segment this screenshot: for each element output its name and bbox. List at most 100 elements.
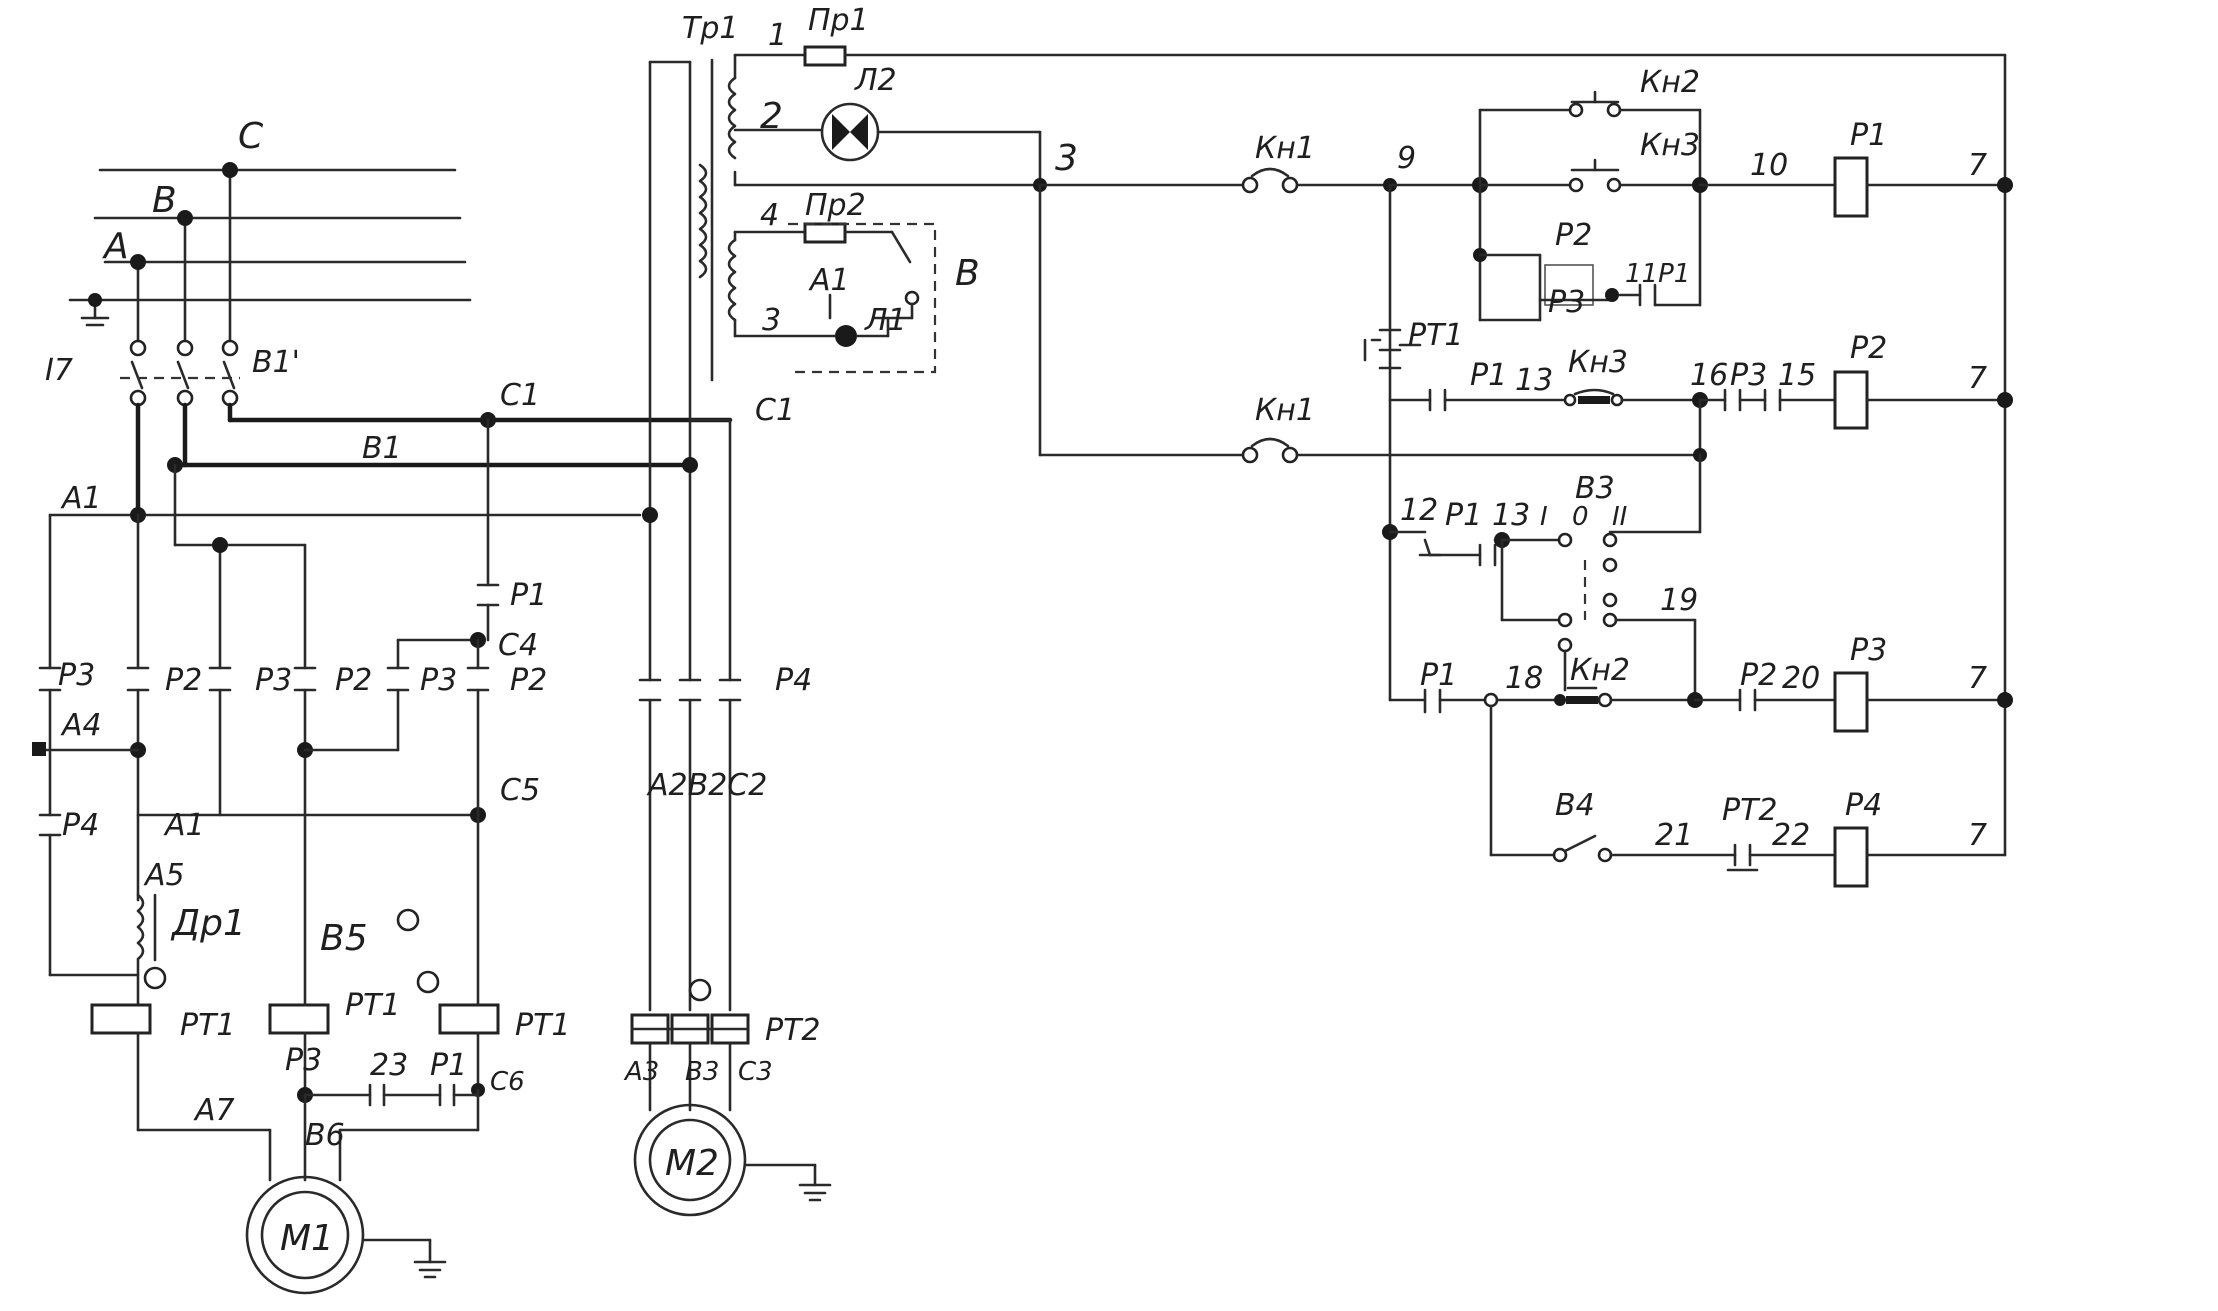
contact-11p1-label: 11P1 xyxy=(1625,259,1690,289)
motor-m1-label: M1 xyxy=(280,1218,334,1259)
pr1-label: Пр1 xyxy=(808,3,869,38)
tr-a1-label: A1 xyxy=(808,263,850,298)
coil-p2-label: P2 xyxy=(1850,331,1887,366)
bus-b1-label: B1 xyxy=(362,431,402,466)
m2-feed xyxy=(630,60,832,1217)
node-21-label: 21 xyxy=(1655,818,1693,853)
switch-v-label: B xyxy=(955,253,980,294)
node-7c-label: 7 xyxy=(1968,661,1987,696)
a3-label: A3 xyxy=(623,1057,659,1087)
b3-zero-label: 0 xyxy=(1572,502,1589,532)
node-13b-label: 13 xyxy=(1492,498,1530,533)
a4-label: A4 xyxy=(60,708,102,743)
pt2-ctrl-label: PT2 xyxy=(1722,793,1778,828)
c5-label: C5 xyxy=(500,773,540,808)
contact-p1-13-label: P1 xyxy=(1470,358,1507,393)
node-16-label: 16 xyxy=(1690,358,1728,393)
bus-a1-label: A1 xyxy=(60,481,102,516)
kn2-b-label: Кн2 xyxy=(1570,653,1630,688)
tr-n3b-label: 3 xyxy=(762,303,781,338)
bus-c1-label: C1 xyxy=(500,378,540,413)
phase-c-label: C xyxy=(238,116,264,157)
n23-label: 23 xyxy=(370,1048,408,1083)
node-22-label: 22 xyxy=(1772,818,1810,853)
node-15-label: 15 xyxy=(1778,358,1816,393)
node-20-label: 20 xyxy=(1782,661,1820,696)
pt1-b-label: PT1 xyxy=(345,988,401,1023)
coil-p1-label: P1 xyxy=(1850,118,1887,153)
node-18-label: 18 xyxy=(1505,661,1543,696)
switch-v1-label: B1' xyxy=(252,345,300,380)
pt1-b-mark xyxy=(416,970,440,994)
b6-label: B6 xyxy=(305,1118,345,1153)
m1-power xyxy=(32,418,500,1295)
c6-label: C6 xyxy=(490,1067,525,1097)
a2b2c2-label: A2B2C2 xyxy=(646,768,767,803)
contact-p1-12-label: P1 xyxy=(1445,498,1482,533)
pr2-label: Пр2 xyxy=(805,188,866,223)
mark-i7-label: I7 xyxy=(45,353,73,388)
a5-label: A5 xyxy=(143,858,185,893)
supply-lines xyxy=(68,162,472,342)
phase-a-label: A xyxy=(102,226,129,267)
p2-a-label: P2 xyxy=(165,663,202,698)
tr-n4-label: 4 xyxy=(760,198,779,233)
node-12-label: 12 xyxy=(1400,493,1438,528)
pt1-c-label: PT1 xyxy=(515,1008,571,1043)
coil-p3-label: P3 xyxy=(1850,633,1887,668)
lamp-l2-label: Л2 xyxy=(854,63,897,98)
motor-m2-label: M2 xyxy=(665,1143,719,1184)
c3-label: C3 xyxy=(738,1057,773,1087)
b5-mark xyxy=(396,908,420,932)
kn2-a-label: Кн2 xyxy=(1640,65,1700,100)
p3-a-label: P3 xyxy=(58,658,95,693)
p3-low-label: P3 xyxy=(285,1043,322,1078)
kn1-a-label: Кн1 xyxy=(1255,131,1315,166)
b4-label: B4 xyxy=(1555,788,1595,823)
tr1-label: Тр1 xyxy=(682,11,738,46)
dr1-label: Др1 xyxy=(170,903,246,944)
pt2-relay-label: PT2 xyxy=(765,1013,821,1048)
node-10-label: 10 xyxy=(1750,148,1788,183)
node-13-label: 13 xyxy=(1515,363,1553,398)
node-19-label: 19 xyxy=(1660,583,1698,618)
b3-label: B3 xyxy=(1575,471,1615,506)
p3-c-label: P3 xyxy=(420,663,457,698)
main-switch xyxy=(120,339,240,407)
b3-label: B3 xyxy=(685,1057,719,1087)
node-7a-label: 7 xyxy=(1968,148,1987,183)
p4-contact-label: P4 xyxy=(775,663,812,698)
transformer xyxy=(698,45,2007,857)
lamp-l1-label: Л1 xyxy=(864,303,907,338)
node-7d-label: 7 xyxy=(1968,818,1987,853)
p3-b-label: P3 xyxy=(255,663,292,698)
tr-n3-label: 3 xyxy=(1055,138,1078,179)
p1-top-contact-label: P1 xyxy=(510,578,547,613)
contact-p3-label: P3 xyxy=(1548,285,1585,320)
phase-b-label: B xyxy=(152,180,177,221)
a1-mid-label: A1 xyxy=(163,808,205,843)
kn3-a-label: Кн3 xyxy=(1640,128,1700,163)
a7-label: A7 xyxy=(193,1093,235,1128)
c4-label: C4 xyxy=(498,628,538,663)
control-circuit xyxy=(1241,90,2013,888)
b3-two-label: II xyxy=(1612,502,1627,532)
p1-low-label: P1 xyxy=(430,1048,467,1083)
p2-c-label: P2 xyxy=(510,663,547,698)
node-7b-label: 7 xyxy=(1968,361,1987,396)
coil-p4-label: P4 xyxy=(1845,788,1882,823)
pt1-ctrl-label: PT1 xyxy=(1408,318,1464,353)
b5-label: B5 xyxy=(320,918,368,959)
contact-p2-label: P2 xyxy=(1555,218,1592,253)
kn1-b-label: Кн1 xyxy=(1255,393,1315,428)
pt1-a-label: PT1 xyxy=(180,1008,236,1043)
bus-c1-right-label: C1 xyxy=(755,393,795,428)
pt2-mark xyxy=(688,978,712,1002)
node-9-label: 9 xyxy=(1397,141,1416,176)
bus-lines xyxy=(48,402,733,523)
contact-p1-18-label: P1 xyxy=(1420,658,1457,693)
b3-one-label: I xyxy=(1540,502,1548,532)
contact-p3-15-label: P3 xyxy=(1730,358,1767,393)
tr-n2-label: 2 xyxy=(760,96,783,137)
